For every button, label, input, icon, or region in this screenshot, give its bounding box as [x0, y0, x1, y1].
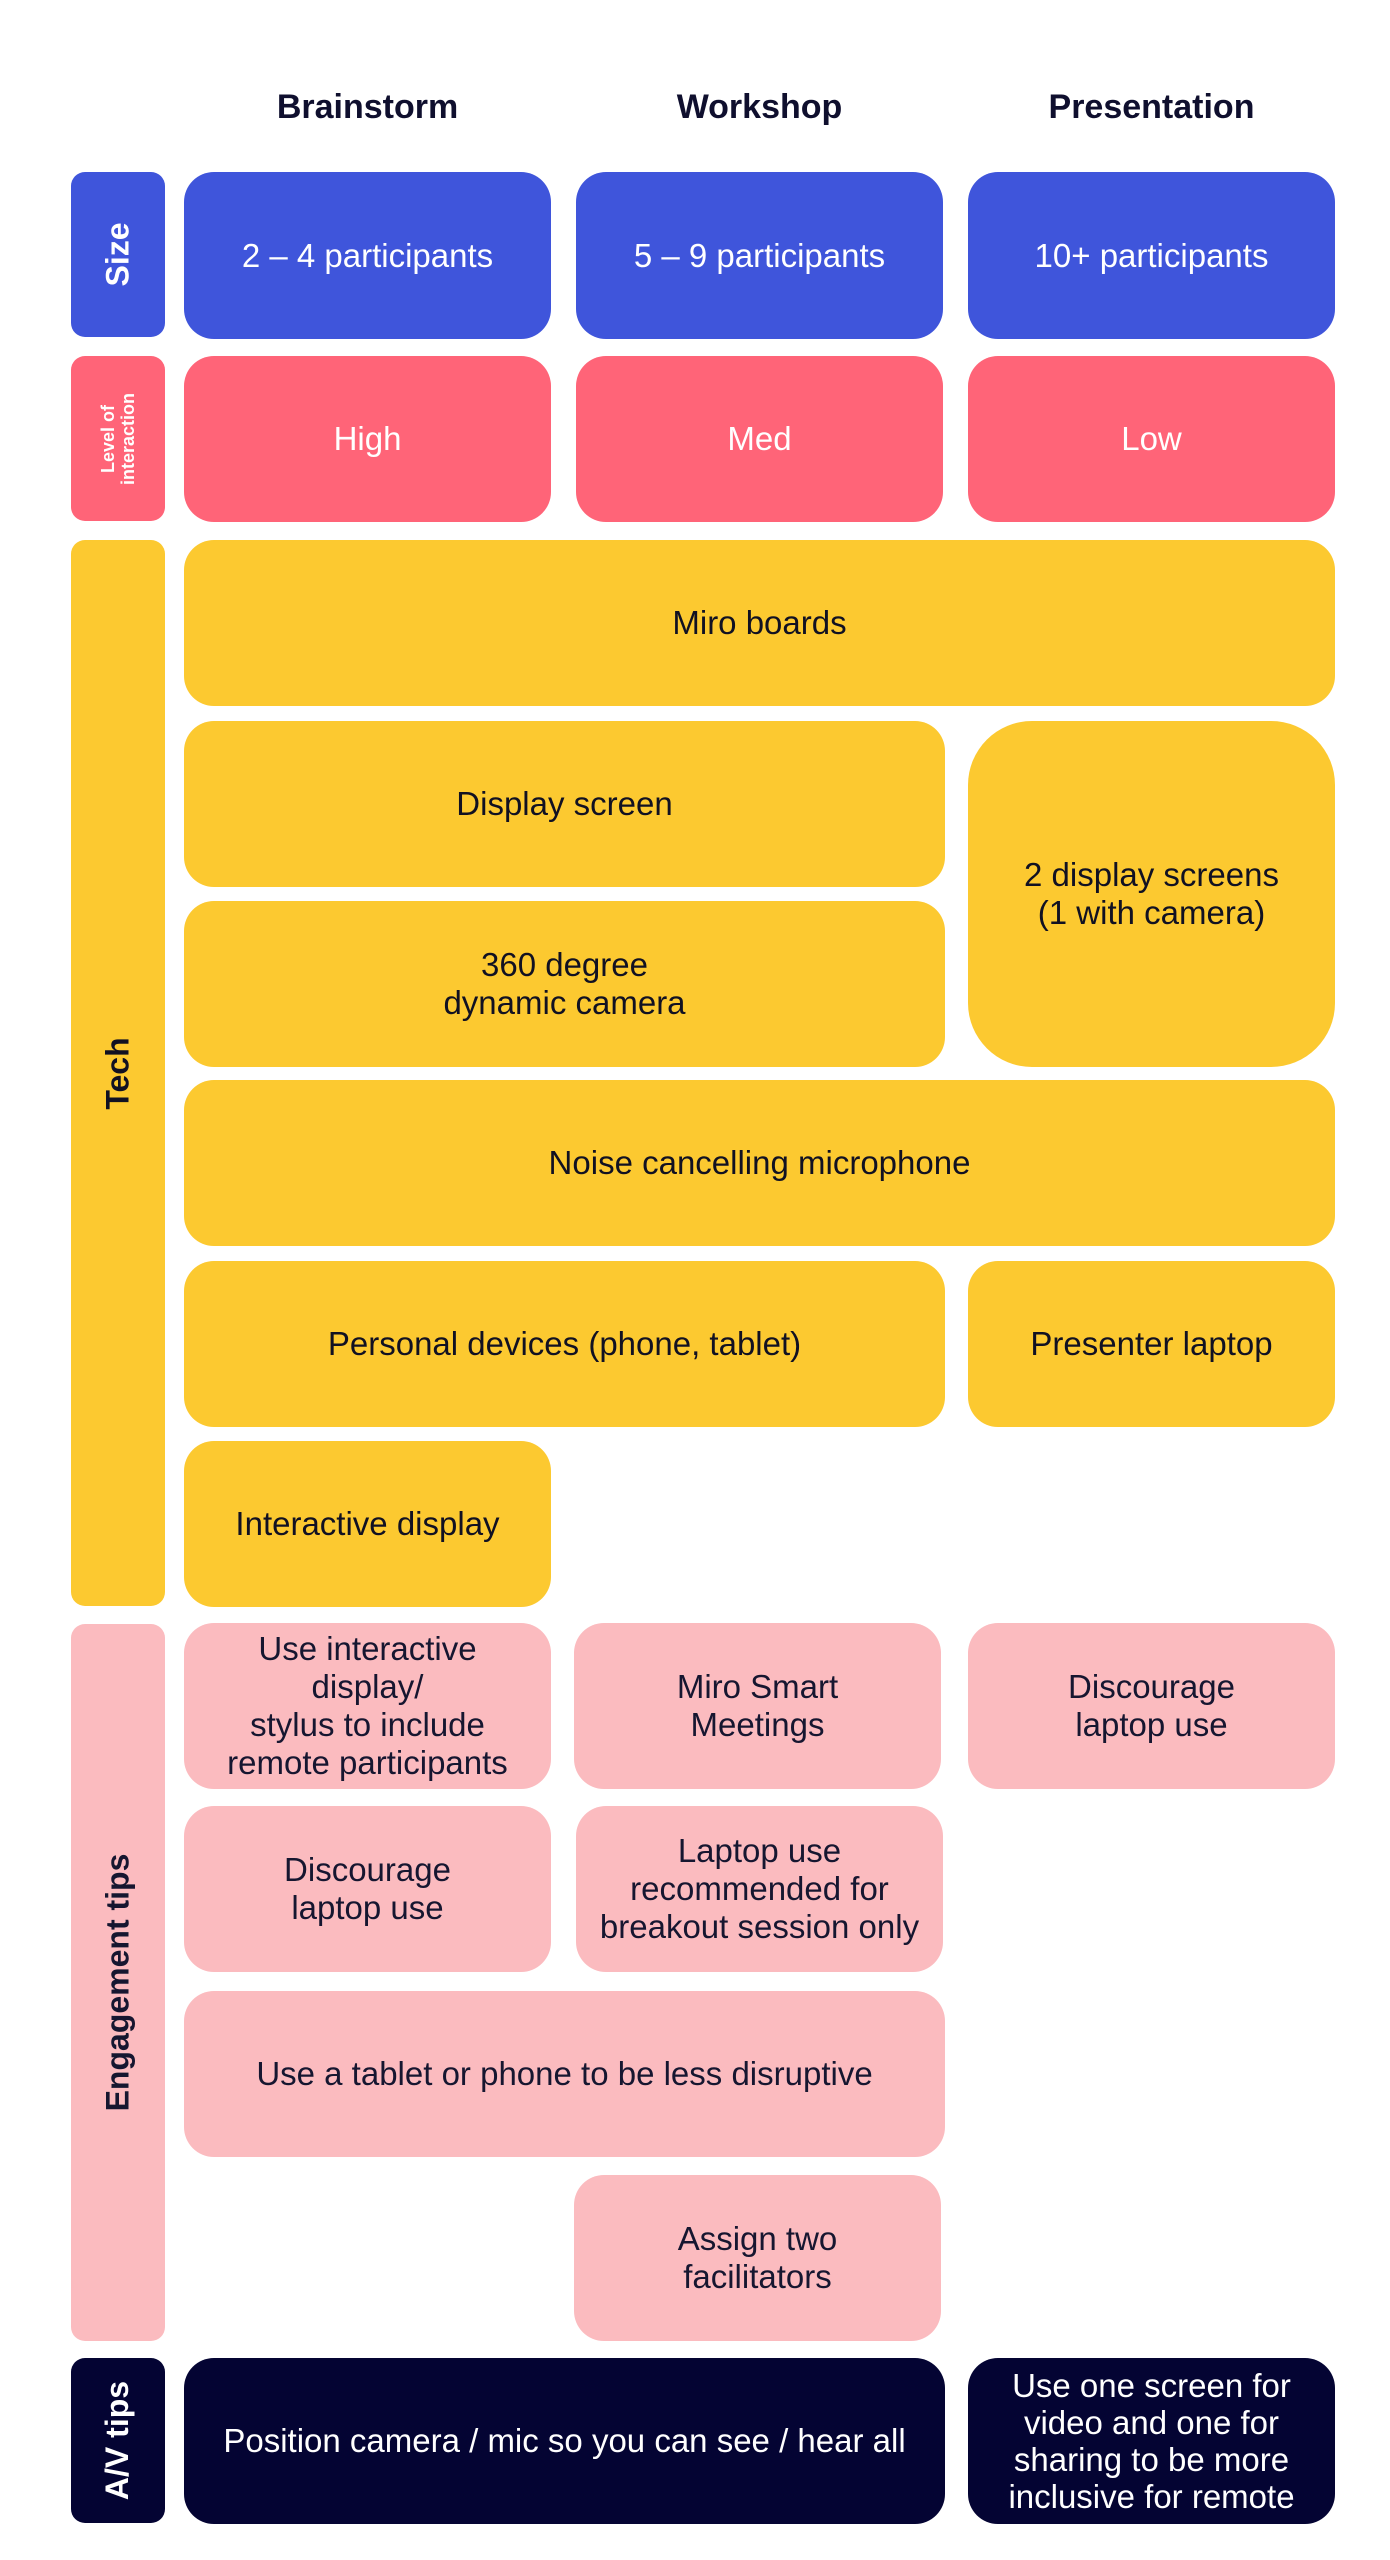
engagement-laptop-breakout: Laptop use recommended for breakout sess…	[576, 1806, 943, 1972]
engagement-assign-facilitators: Assign two facilitators	[574, 2175, 941, 2341]
engagement-interactive-display-text: Use interactive display/ stylus to inclu…	[227, 1630, 508, 1781]
engagement-laptop-breakout-text: Laptop use recommended for breakout sess…	[599, 1832, 920, 1945]
tech-presenter-laptop: Presenter laptop	[968, 1261, 1335, 1427]
interaction-card-brainstorm: High	[184, 356, 551, 522]
tech-personal-devices: Personal devices (phone, tablet)	[184, 1261, 945, 1427]
size-card-brainstorm-text: 2 – 4 participants	[241, 236, 494, 274]
column-header-brainstorm: Brainstorm	[276, 87, 459, 126]
interaction-card-presentation-text: Low	[1121, 420, 1182, 457]
row-label-interaction-text: Level of interaction	[97, 392, 138, 485]
tech-360-camera-text: 360 degree dynamic camera	[443, 946, 686, 1021]
engagement-discourage-laptop-brainstorm-text: Discourage laptop use	[284, 1851, 451, 1926]
row-label-size-text: Size	[99, 222, 136, 287]
engagement-miro-smart-meetings: Miro Smart Meetings	[574, 1623, 941, 1789]
interaction-card-workshop: Med	[576, 356, 943, 522]
tech-presenter-laptop-text: Presenter laptop	[1030, 1325, 1273, 1362]
av-position-camera-text: Position camera / mic so you can see / h…	[223, 2422, 906, 2459]
column-header-workshop: Workshop	[676, 87, 843, 126]
tech-display-screen: Display screen	[184, 721, 945, 887]
av-position-camera: Position camera / mic so you can see / h…	[184, 2358, 945, 2524]
tech-miro-boards: Miro boards	[184, 540, 1335, 706]
engagement-interactive-display: Use interactive display/ stylus to inclu…	[184, 1623, 551, 1789]
tech-interactive-display: Interactive display	[184, 1441, 551, 1607]
engagement-miro-smart-meetings-text: Miro Smart Meetings	[676, 1668, 839, 1743]
row-label-av: A/V tips	[71, 2358, 165, 2523]
row-label-tech-text: Tech	[99, 1036, 136, 1110]
row-label-engagement: Engagement tips	[71, 1624, 165, 2341]
av-one-screen-text: Use one screen for video and one for sha…	[1008, 2367, 1295, 2515]
tech-two-display-screens: 2 display screens (1 with camera)	[968, 721, 1335, 1067]
engagement-tablet-phone-text: Use a tablet or phone to be less disrupt…	[256, 2055, 873, 2092]
size-card-presentation: 10+ participants	[968, 172, 1335, 339]
engagement-assign-facilitators-text: Assign two facilitators	[677, 2220, 838, 2295]
tech-display-screen-text: Display screen	[456, 785, 673, 822]
row-label-engagement-text: Engagement tips	[99, 1853, 136, 2112]
engagement-discourage-laptop-presentation: Discourage laptop use	[968, 1623, 1335, 1789]
tech-noise-mic: Noise cancelling microphone	[184, 1080, 1335, 1246]
tech-interactive-display-text: Interactive display	[235, 1505, 500, 1542]
size-card-workshop-text: 5 – 9 participants	[633, 236, 886, 274]
size-card-brainstorm: 2 – 4 participants	[184, 172, 551, 339]
tech-miro-boards-text: Miro boards	[672, 604, 847, 641]
row-label-size: Size	[71, 172, 165, 337]
size-card-workshop: 5 – 9 participants	[576, 172, 943, 339]
interaction-card-workshop-text: Med	[727, 420, 792, 457]
tech-noise-mic-text: Noise cancelling microphone	[548, 1144, 971, 1181]
engagement-tablet-phone: Use a tablet or phone to be less disrupt…	[184, 1991, 945, 2157]
engagement-discourage-laptop-presentation-text: Discourage laptop use	[1068, 1668, 1235, 1743]
tech-360-camera: 360 degree dynamic camera	[184, 901, 945, 1067]
row-label-av-text: A/V tips	[99, 2380, 136, 2501]
row-label-interaction: Level of interaction	[71, 356, 165, 521]
tech-personal-devices-text: Personal devices (phone, tablet)	[327, 1325, 802, 1362]
interaction-card-brainstorm-text: High	[333, 420, 402, 457]
size-card-presentation-text: 10+ participants	[1034, 236, 1269, 274]
column-header-presentation: Presentation	[1048, 87, 1255, 126]
engagement-discourage-laptop-brainstorm: Discourage laptop use	[184, 1806, 551, 1972]
interaction-card-presentation: Low	[968, 356, 1335, 522]
tech-two-display-screens-text: 2 display screens (1 with camera)	[1024, 856, 1279, 931]
row-label-tech: Tech	[71, 540, 165, 1606]
av-one-screen: Use one screen for video and one for sha…	[968, 2358, 1335, 2524]
